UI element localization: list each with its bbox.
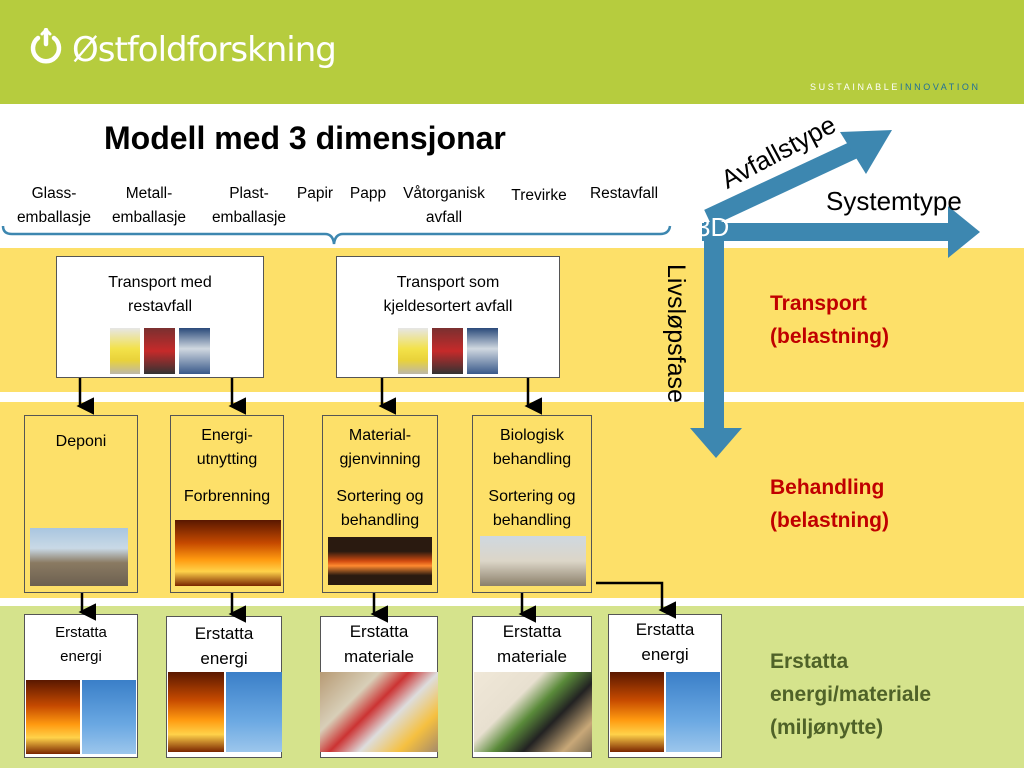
box-text: energi <box>200 649 248 668</box>
category-label: emballasje <box>211 209 287 226</box>
box-text: Erstatta <box>502 622 562 641</box>
box-text: energi <box>641 645 689 664</box>
power-pylon-image <box>82 680 136 754</box>
category-label: emballasje <box>16 209 92 226</box>
box-subtext: behandling <box>340 512 420 529</box>
side-label-transport: Transport (belastning) <box>770 287 889 353</box>
box-text: Biologisk <box>499 427 565 444</box>
box-text: gjenvinning <box>339 451 421 468</box>
molten-metal-image <box>328 537 432 585</box>
box-text: Transport med <box>108 274 212 291</box>
category-brace <box>1 225 672 245</box>
category-label: Metall- <box>125 185 173 202</box>
box-text: Erstatta <box>194 624 254 643</box>
category-label: avfall <box>425 209 463 226</box>
side-label-line: Behandling <box>770 476 885 499</box>
axes-arrows <box>690 130 980 458</box>
box-text: Energi- <box>201 427 253 444</box>
box-text: Erstatta <box>55 624 107 641</box>
power-pylon-image <box>226 672 282 752</box>
side-label-erstatta: Erstatta energi/materiale (miljønytte) <box>770 645 931 744</box>
category-label: Glass- <box>31 185 77 202</box>
worker-image <box>110 328 140 374</box>
category-label: Plast- <box>229 185 269 202</box>
fire-image <box>26 680 80 754</box>
box-text: Erstatta <box>635 620 695 639</box>
box-text: energi <box>60 648 102 665</box>
logo-refresh-icon <box>30 28 62 64</box>
box-subtext: Sortering og <box>488 488 576 505</box>
axis-system-type-label: Systemtype <box>826 186 962 216</box>
box-text: behandling <box>492 451 572 468</box>
box-text: kjeldesortert avfall <box>383 298 513 315</box>
box-text: restavfall <box>127 298 193 315</box>
side-label-line: Erstatta <box>770 650 849 673</box>
category-papir: Papir <box>296 185 334 202</box>
truck-image <box>144 328 175 374</box>
box-subtext: Sortering og <box>336 488 424 505</box>
excavator-image <box>480 536 586 586</box>
materials-collage-image <box>320 672 438 752</box>
tagline-part1: SUSTAINABLE <box>810 82 900 92</box>
truck-image <box>432 328 463 374</box>
tagline-part2: INNOVATION <box>899 82 981 92</box>
category-metall: Metall-emballasje <box>104 182 194 230</box>
box-text: Material- <box>348 427 412 444</box>
box-text: materiale <box>344 647 414 666</box>
category-restavfall: Restavfall <box>589 185 659 202</box>
logo-text: Østfoldforskning <box>72 30 337 70</box>
side-label-line: Transport <box>770 292 867 315</box>
category-label: emballasje <box>111 209 187 226</box>
box-text: Deponi <box>55 433 107 450</box>
truck-image <box>179 328 210 374</box>
side-label-behandling: Behandling (belastning) <box>770 471 889 537</box>
box-text: utnytting <box>196 451 258 468</box>
tagline: SUSTAINABLEINNOVATION <box>810 82 981 92</box>
category-trevirke: Trevirke <box>511 187 567 204</box>
box-subtext: Forbrenning <box>183 488 271 505</box>
category-glass: Glass-emballasje <box>10 182 98 230</box>
axis-center-label: 3D <box>696 212 730 242</box>
side-label-line: (belastning) <box>770 325 889 348</box>
power-pylon-image <box>666 672 720 752</box>
box-text: Erstatta <box>349 622 409 641</box>
side-label-line: energi/materiale <box>770 683 932 706</box>
category-papp: Papp <box>349 185 387 202</box>
box-text: materiale <box>497 647 567 666</box>
truck-image <box>467 328 498 374</box>
worker-image <box>398 328 428 374</box>
fire-image <box>168 672 224 752</box>
side-label-line: (belastning) <box>770 509 889 532</box>
fire-image <box>175 520 281 586</box>
fire-image <box>610 672 664 752</box>
box-text: Transport som <box>396 274 500 291</box>
landfill-image <box>30 528 128 586</box>
side-label-line: (miljønytte) <box>770 716 884 739</box>
axis-lifecycle-label: Livsløpsfase <box>662 264 690 403</box>
category-label: Våtorganisk <box>403 185 485 202</box>
category-vatorganisk: Våtorganisk avfall <box>392 182 496 230</box>
materials-collage-image <box>474 672 592 752</box>
page-title: Modell med 3 dimensjonar <box>104 120 506 156</box>
category-plast: Plast-emballasje <box>204 182 294 230</box>
header-bar <box>0 0 1024 104</box>
box-subtext: behandling <box>492 512 572 529</box>
